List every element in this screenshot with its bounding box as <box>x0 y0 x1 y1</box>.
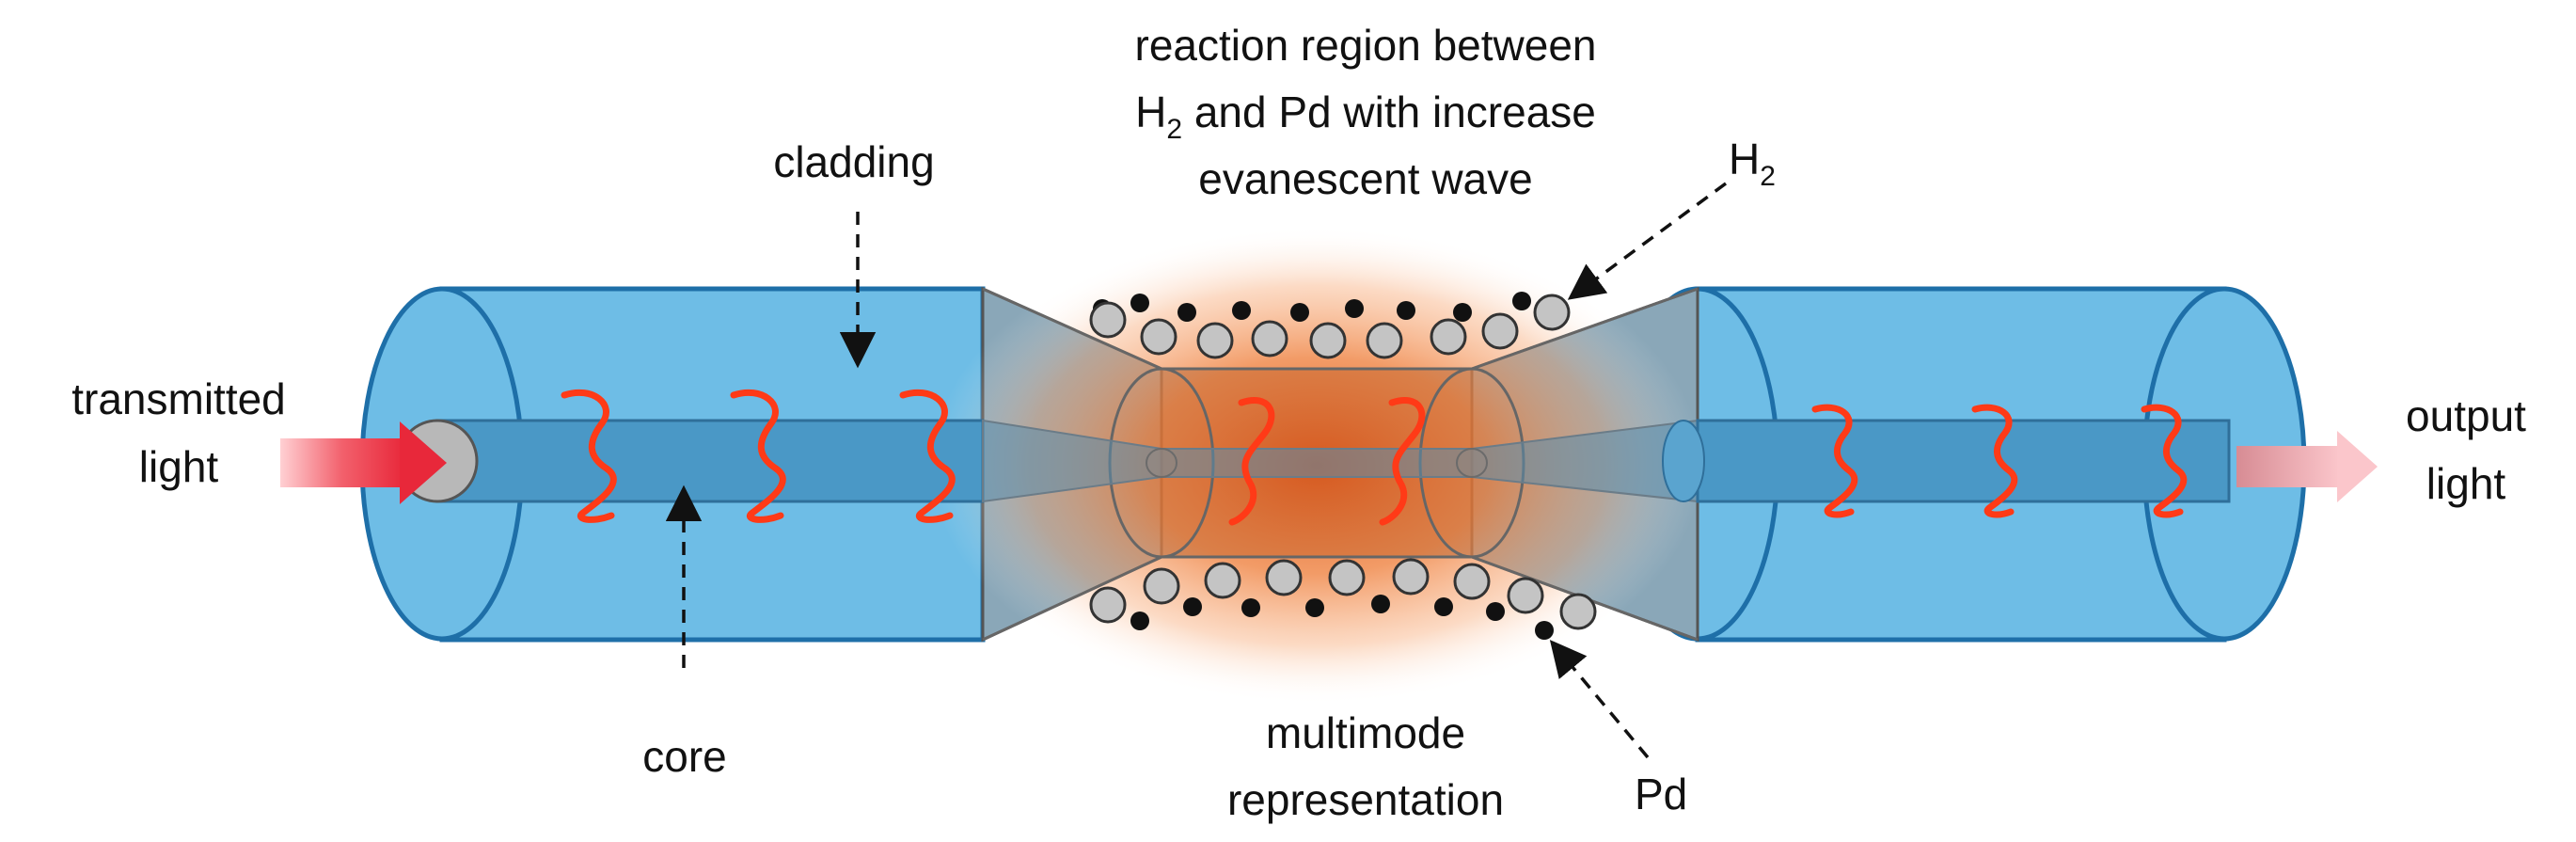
wave-mid-1 <box>1228 397 1275 526</box>
input-light-arrow <box>280 421 447 504</box>
multimode-label-line2: representation <box>1227 775 1504 824</box>
pd-particle <box>1397 301 1415 320</box>
pd-particle <box>1305 598 1324 617</box>
h2-particle <box>1481 312 1519 350</box>
h2-particle <box>1309 322 1347 359</box>
pd-particle <box>1371 595 1390 613</box>
pd-particle <box>1434 597 1453 616</box>
h2-particle <box>1196 322 1234 359</box>
wave-left-2 <box>730 389 786 523</box>
h2-particle <box>1328 559 1366 596</box>
output-light-arrow <box>2236 431 2378 502</box>
h2-particle <box>1366 322 1403 359</box>
pd-particle <box>1535 621 1554 640</box>
lower-particles <box>1089 558 1597 640</box>
pd-pointer <box>1549 640 1650 759</box>
pd-particle <box>1486 602 1505 621</box>
h2-particle <box>1089 586 1127 624</box>
wave-left-3 <box>899 389 956 523</box>
pd-particle <box>1130 294 1149 312</box>
h2-particle <box>1251 320 1288 357</box>
reaction-label-line2: H2 and Pd with increase <box>1135 87 1596 145</box>
wave-right-1 <box>1811 404 1858 518</box>
pointer-arrows <box>665 182 1728 759</box>
h2-particle <box>1265 559 1303 596</box>
upper-particles <box>1089 292 1571 359</box>
h2-particle <box>1533 294 1571 331</box>
core-label: core <box>642 732 726 781</box>
light-waves <box>561 389 2188 526</box>
wave-right-3 <box>2141 404 2188 518</box>
h2-label: H2 <box>1729 135 1776 192</box>
pd-particle <box>1232 301 1251 320</box>
h2-particle <box>1559 593 1597 630</box>
cladding-label: cladding <box>773 137 934 186</box>
pd-particle <box>1345 299 1364 318</box>
pd-particle <box>1183 597 1202 616</box>
h2-particle <box>1204 562 1241 599</box>
wave-right-2 <box>1971 404 2018 518</box>
transmitted-light-label-line2: light <box>139 442 219 491</box>
h2-particle <box>1507 577 1544 614</box>
h2-particle <box>1392 558 1430 596</box>
wave-left-1 <box>561 389 617 523</box>
reaction-label-line3: evanescent wave <box>1198 154 1532 203</box>
multimode-label-line1: multimode <box>1266 708 1465 757</box>
pd-particle <box>1290 303 1309 322</box>
output-light-label-line2: light <box>2426 459 2506 508</box>
pd-label: Pd <box>1635 770 1687 818</box>
pd-particle <box>1177 303 1196 322</box>
pd-particle <box>1512 292 1531 310</box>
pd-particle <box>1130 612 1149 630</box>
h2-particle <box>1089 301 1127 339</box>
h2-particle <box>1140 318 1177 356</box>
reaction-label-line1: reaction region between <box>1135 21 1597 70</box>
pd-particle <box>1241 598 1260 617</box>
h2-pointer <box>1567 182 1728 300</box>
pd-particle <box>1453 303 1472 322</box>
output-light-label-line1: output <box>2406 391 2526 440</box>
h2-particle <box>1143 567 1180 605</box>
h2-particle <box>1430 318 1467 356</box>
wave-mid-2 <box>1379 397 1426 526</box>
transmitted-light-label-line1: transmitted <box>71 374 286 423</box>
h2-particle <box>1453 563 1491 600</box>
